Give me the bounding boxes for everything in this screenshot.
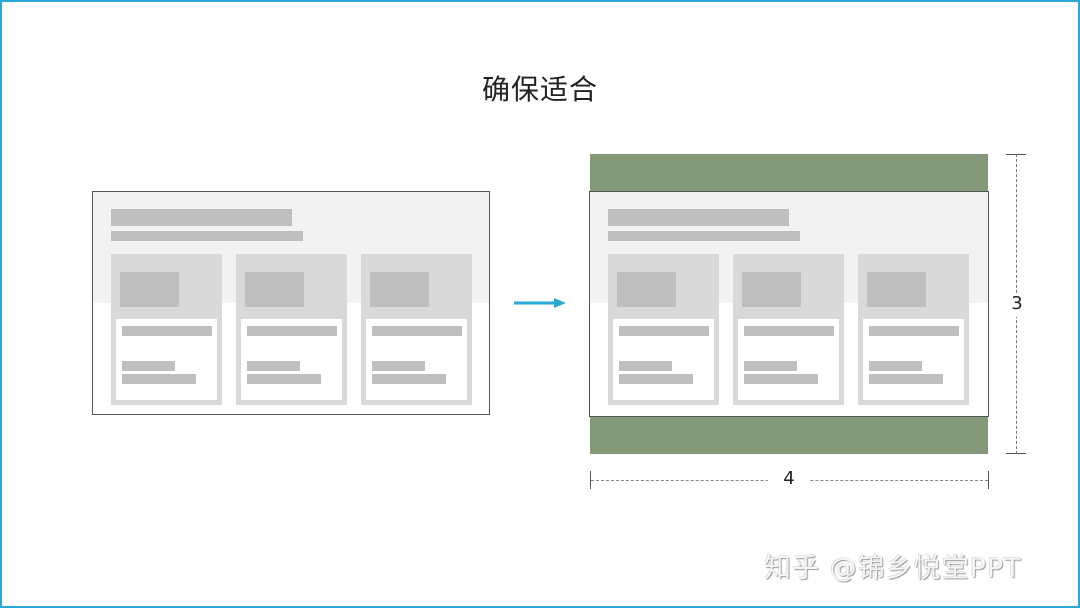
width-label: 4 <box>768 468 810 492</box>
text-line-placeholder <box>869 361 922 371</box>
card-placeholder <box>361 254 472 405</box>
text-line-placeholder <box>122 361 175 371</box>
image-placeholder <box>867 272 926 307</box>
card-placeholder <box>111 254 222 405</box>
subtitle-placeholder <box>608 231 800 241</box>
image-placeholder <box>370 272 429 307</box>
text-line-placeholder <box>869 326 959 336</box>
card-placeholder <box>236 254 347 405</box>
dimension-tick <box>590 471 591 489</box>
text-line-placeholder <box>744 374 818 384</box>
title-placeholder <box>111 209 292 226</box>
text-line-placeholder <box>744 326 834 336</box>
arrow-right-icon <box>514 298 566 308</box>
card-body <box>241 319 342 400</box>
card-placeholder <box>858 254 969 405</box>
card-placeholder <box>733 254 844 405</box>
letterbox-top <box>590 154 988 192</box>
card-body <box>863 319 964 400</box>
image-placeholder <box>245 272 304 307</box>
letterbox-bottom <box>590 416 988 454</box>
text-line-placeholder <box>619 326 709 336</box>
text-line-placeholder <box>247 326 337 336</box>
text-line-placeholder <box>122 374 196 384</box>
image-placeholder <box>617 272 676 307</box>
card-body <box>366 319 467 400</box>
watermark: 知乎 @锦乡悦堂PPT <box>764 553 1022 584</box>
slide-title: 确保适合 <box>481 73 598 106</box>
image-placeholder <box>120 272 179 307</box>
dimension-tick <box>988 471 989 489</box>
card-placeholder <box>608 254 719 405</box>
text-line-placeholder <box>869 374 943 384</box>
title-placeholder <box>608 209 789 226</box>
height-label: 3 <box>1006 293 1028 317</box>
text-line-placeholder <box>122 326 212 336</box>
text-line-placeholder <box>619 374 693 384</box>
text-line-placeholder <box>247 374 321 384</box>
subtitle-placeholder <box>111 231 303 241</box>
card-body <box>738 319 839 400</box>
text-line-placeholder <box>247 361 300 371</box>
text-line-placeholder <box>619 361 672 371</box>
text-line-placeholder <box>372 361 425 371</box>
text-line-placeholder <box>372 374 446 384</box>
card-body <box>116 319 217 400</box>
original-layout-mockup <box>92 191 490 415</box>
image-placeholder <box>742 272 801 307</box>
text-line-placeholder <box>372 326 462 336</box>
fitted-layout-mockup <box>589 191 989 417</box>
text-line-placeholder <box>744 361 797 371</box>
card-body <box>613 319 714 400</box>
